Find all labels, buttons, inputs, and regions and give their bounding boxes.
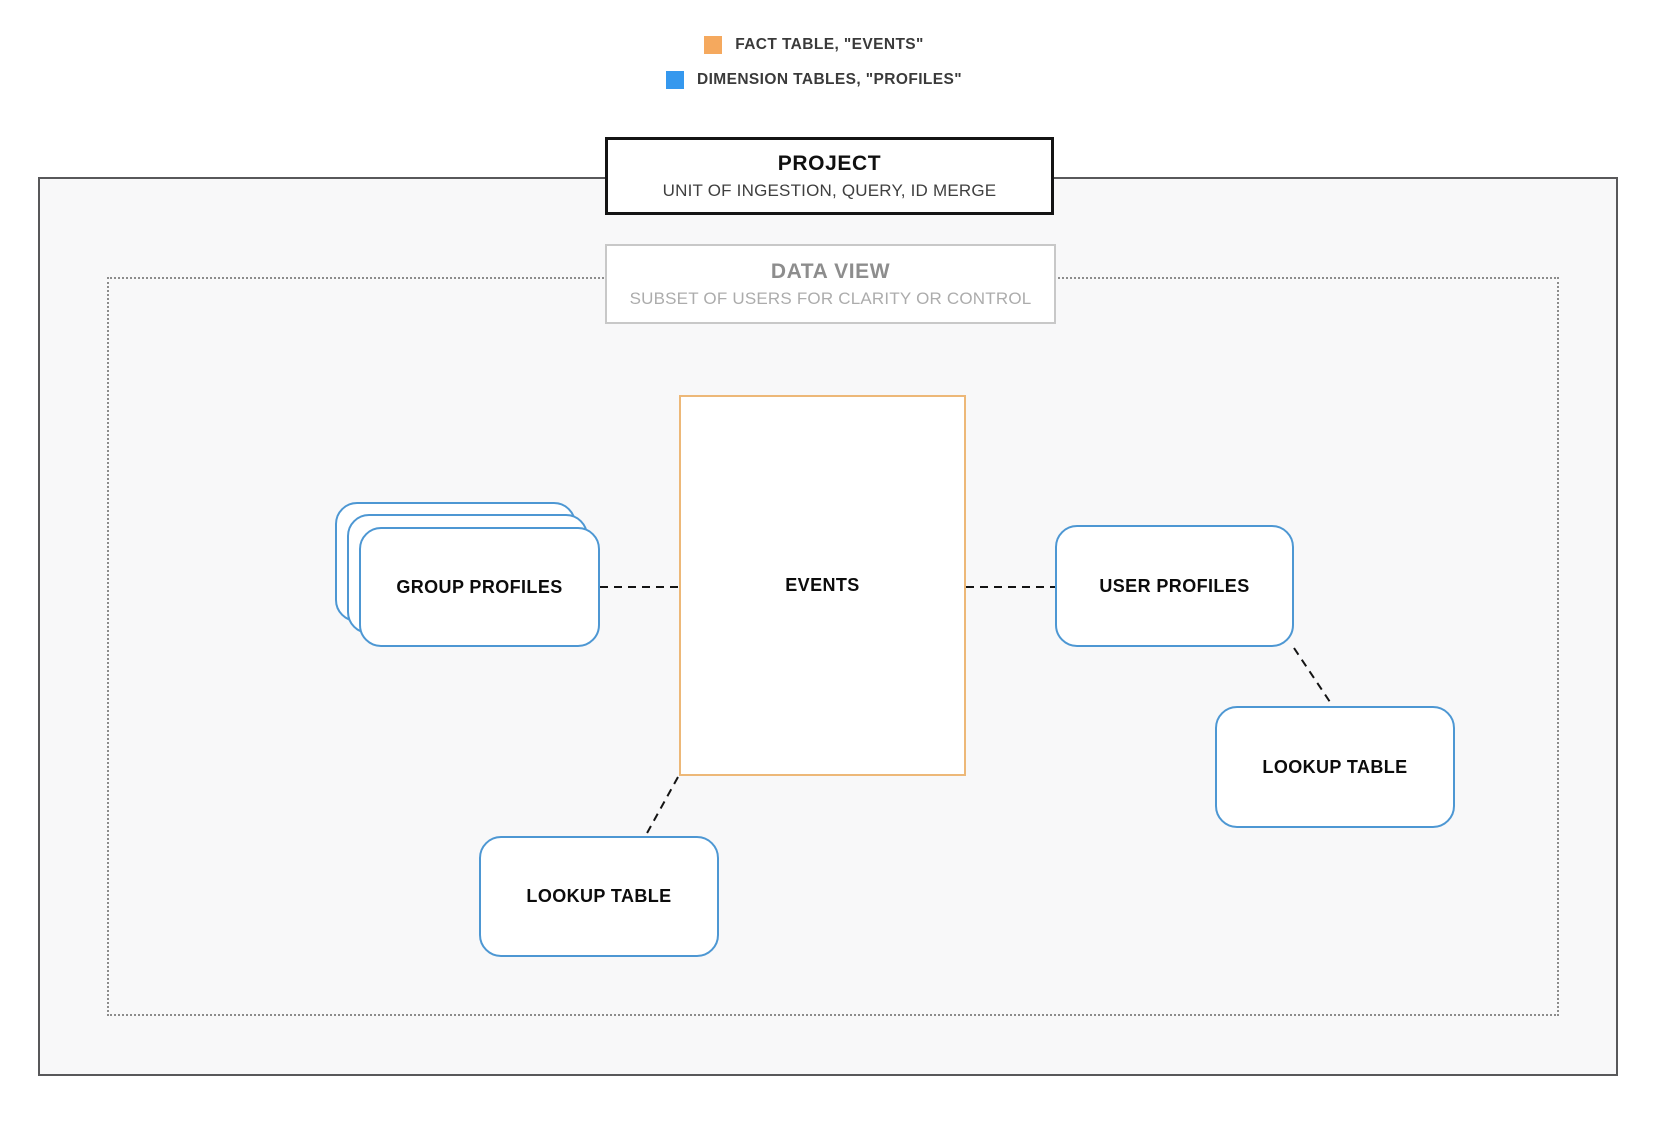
legend: FACT TABLE, "EVENTS" DIMENSION TABLES, "… xyxy=(0,36,1646,89)
fact-table-swatch-icon xyxy=(704,36,723,54)
project-header: PROJECT UNIT OF INGESTION, QUERY, ID MER… xyxy=(605,137,1054,215)
node-group-profiles: GROUP PROFILES xyxy=(359,527,600,647)
legend-item-label: DIMENSION TABLES, "PROFILES" xyxy=(696,71,962,88)
project-title: PROJECT xyxy=(777,151,882,175)
legend-item-label: FACT TABLE, "EVENTS" xyxy=(735,36,924,53)
project-subtitle: UNIT OF INGESTION, QUERY, ID MERGE xyxy=(662,180,997,200)
data-view-header: DATA VIEW SUBSET OF USERS FOR CLARITY OR… xyxy=(605,244,1056,324)
node-user-profiles-label: USER PROFILES xyxy=(1099,575,1250,596)
data-view-subtitle: SUBSET OF USERS FOR CLARITY OR CONTROL xyxy=(629,288,1032,308)
node-group-profiles-label: GROUP PROFILES xyxy=(396,576,563,597)
data-view-title: DATA VIEW xyxy=(770,259,891,283)
node-events-label: EVENTS xyxy=(785,575,860,595)
dimension-tables-swatch-icon xyxy=(665,71,684,89)
node-lookup-table-bottom-label: LOOKUP TABLE xyxy=(526,886,672,906)
node-lookup-table-bottom: LOOKUP TABLE xyxy=(479,836,719,957)
node-lookup-table-right: LOOKUP TABLE xyxy=(1215,706,1455,828)
node-events: EVENTS xyxy=(679,395,966,776)
node-lookup-table-right-label: LOOKUP TABLE xyxy=(1262,756,1408,777)
legend-item-dimension-tables: DIMENSION TABLES, "PROFILES" xyxy=(665,71,962,89)
legend-item-fact-table: FACT TABLE, "EVENTS" xyxy=(704,36,924,54)
node-user-profiles: USER PROFILES xyxy=(1055,525,1294,647)
